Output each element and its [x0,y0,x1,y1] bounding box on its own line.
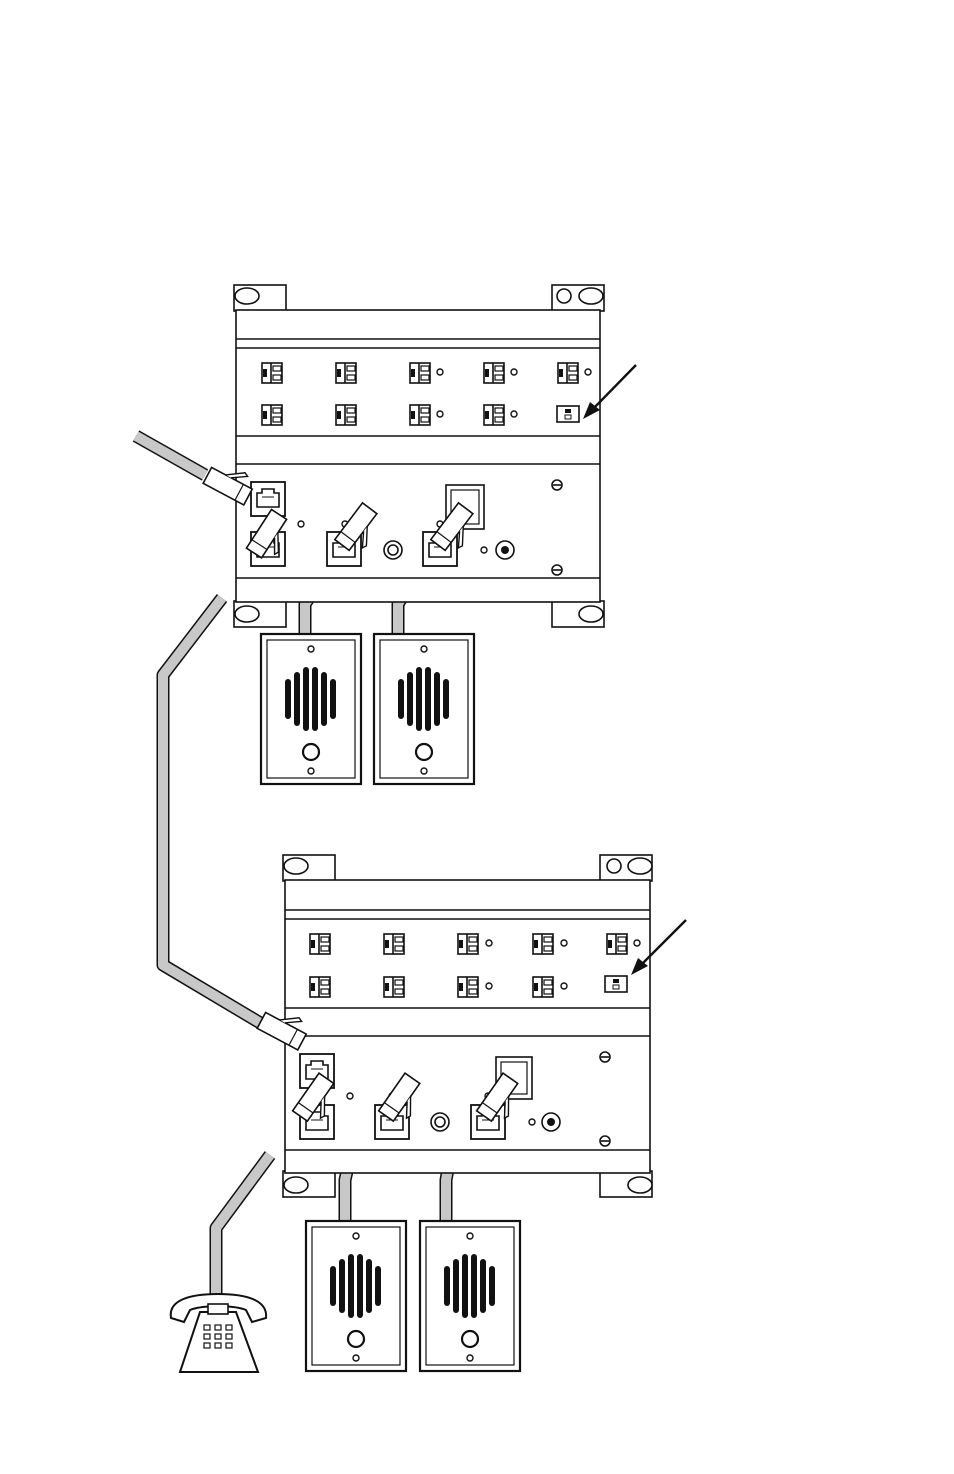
door-station [306,1221,406,1371]
dip-switch[interactable] [557,406,579,422]
door-station [374,634,474,784]
cascade-link-cable [163,598,262,1024]
telephone-icon [171,1294,266,1372]
telephone-cable [216,1155,270,1300]
lower-unit [283,855,686,1197]
door-station [261,634,361,784]
door-station [420,1221,520,1371]
dip-switch[interactable] [605,976,627,992]
incoming-line-cable [136,436,205,475]
upper-unit [234,285,636,627]
